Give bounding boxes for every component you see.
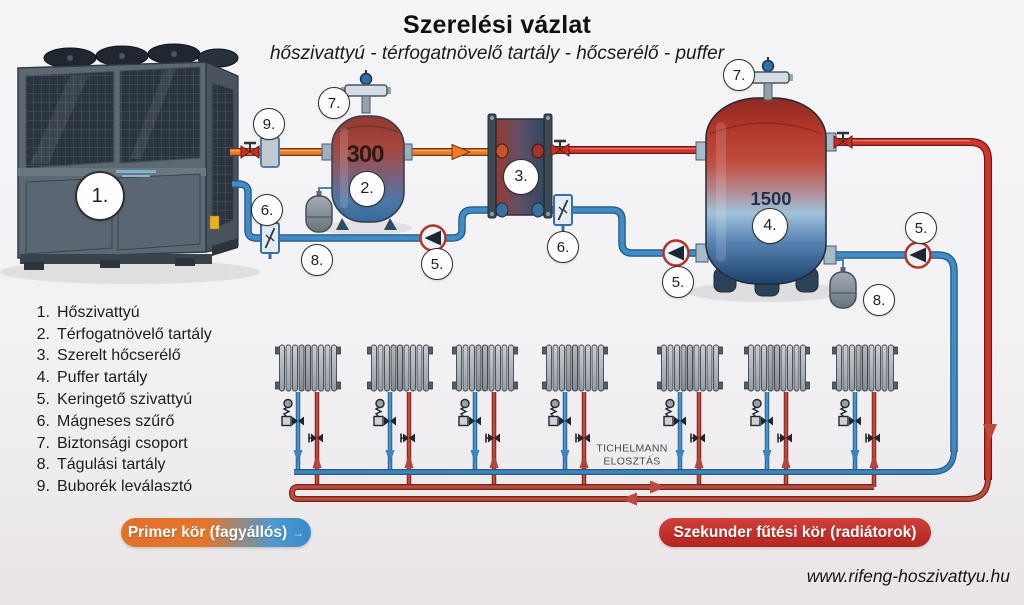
magnetic-filter-icon [259, 221, 281, 261]
brand-logo [116, 170, 156, 173]
radiator-icon [452, 344, 518, 392]
callout-4-buffer-tank: 4. [752, 208, 788, 244]
callout-7-safety-group: 7. [723, 59, 755, 91]
callout-5-pump: 5. [905, 212, 937, 244]
plate-heat-exchanger [487, 113, 553, 219]
heat-pump-unit [17, 43, 239, 270]
page-title: Szerelési vázlat [402, 11, 592, 39]
callout-5-pump: 5. [421, 248, 453, 280]
primary-loop-label: Primer kör (fagyállós) → [121, 518, 311, 547]
expansion-tank-capacity: 300 [346, 141, 384, 168]
magnetic-filter-icon [552, 193, 574, 233]
legend-item: 8.Tágulási tartály [36, 456, 166, 474]
callout-6-magnetic-filter: 6. [251, 194, 283, 226]
legend-item: 4.Puffer tartály [36, 369, 148, 387]
warning-sticker [209, 215, 220, 230]
callout-8-expansion-vessel: 8. [301, 244, 333, 276]
callout-9-bubble-separator: 9. [253, 108, 285, 140]
radiator-icon [832, 344, 898, 392]
circulation-pump-icon [662, 239, 690, 267]
legend-item: 2.Térfogatnövelő tartály [36, 325, 212, 343]
page-subtitle: hőszivattyú - térfogatnövelő tartály - h… [269, 43, 725, 64]
bubble-separator [260, 136, 280, 168]
legend: 1.Hőszivattyú 2.Térfogatnövelő tartály 3… [30, 302, 212, 498]
callout-1-heat-pump: 1. [75, 171, 125, 221]
callout-2-expansion-tank: 2. [349, 171, 385, 207]
callout-6-magnetic-filter: 6. [547, 231, 579, 263]
legend-item: 1.Hőszivattyú [36, 303, 140, 321]
website-url: www.rifeng-hoszivattyu.hu [806, 566, 1010, 586]
legend-item: 9.Buborék leválasztó [36, 478, 193, 496]
legend-item: 3.Szerelt hőcserélő [36, 347, 181, 365]
buffer-tank-1500 [695, 56, 844, 297]
legend-item: 7.Biztonsági csoport [36, 434, 188, 452]
expansion-vessel-icon [829, 266, 857, 309]
flow-arrow-right [650, 480, 666, 494]
tichelmann-label: TICHELMANN ELOSZTÁS [596, 442, 668, 468]
circulation-pump-icon [419, 224, 447, 252]
callout-7-safety-group: 7. [318, 87, 350, 119]
flow-arrow-down [983, 424, 997, 441]
radiator-icon [275, 344, 341, 392]
radiator-icon [657, 344, 723, 392]
secondary-loop-label: Szekunder fűtési kör (radiátorok) [659, 518, 931, 547]
callout-8-expansion-vessel: 8. [863, 284, 895, 316]
circulation-pump-icon [904, 241, 932, 269]
legend-item: 5.Keringető szivattyú [36, 391, 193, 409]
radiators [275, 344, 898, 392]
expansion-vessel-icon [305, 190, 333, 233]
tank-shadow [320, 221, 412, 235]
radiator-icon [542, 344, 608, 392]
legend-item: 6.Mágneses szűrő [36, 412, 175, 430]
radiator-icon [744, 344, 810, 392]
flow-arrow-left [621, 492, 637, 506]
callout-3-heat-exchanger: 3. [503, 159, 539, 195]
callout-5-pump: 5. [662, 266, 694, 298]
buffer-tank-capacity: 1500 [750, 188, 792, 209]
radiator-icon [367, 344, 433, 392]
arrow-right-icon: → [292, 525, 305, 540]
pipes [230, 138, 997, 506]
